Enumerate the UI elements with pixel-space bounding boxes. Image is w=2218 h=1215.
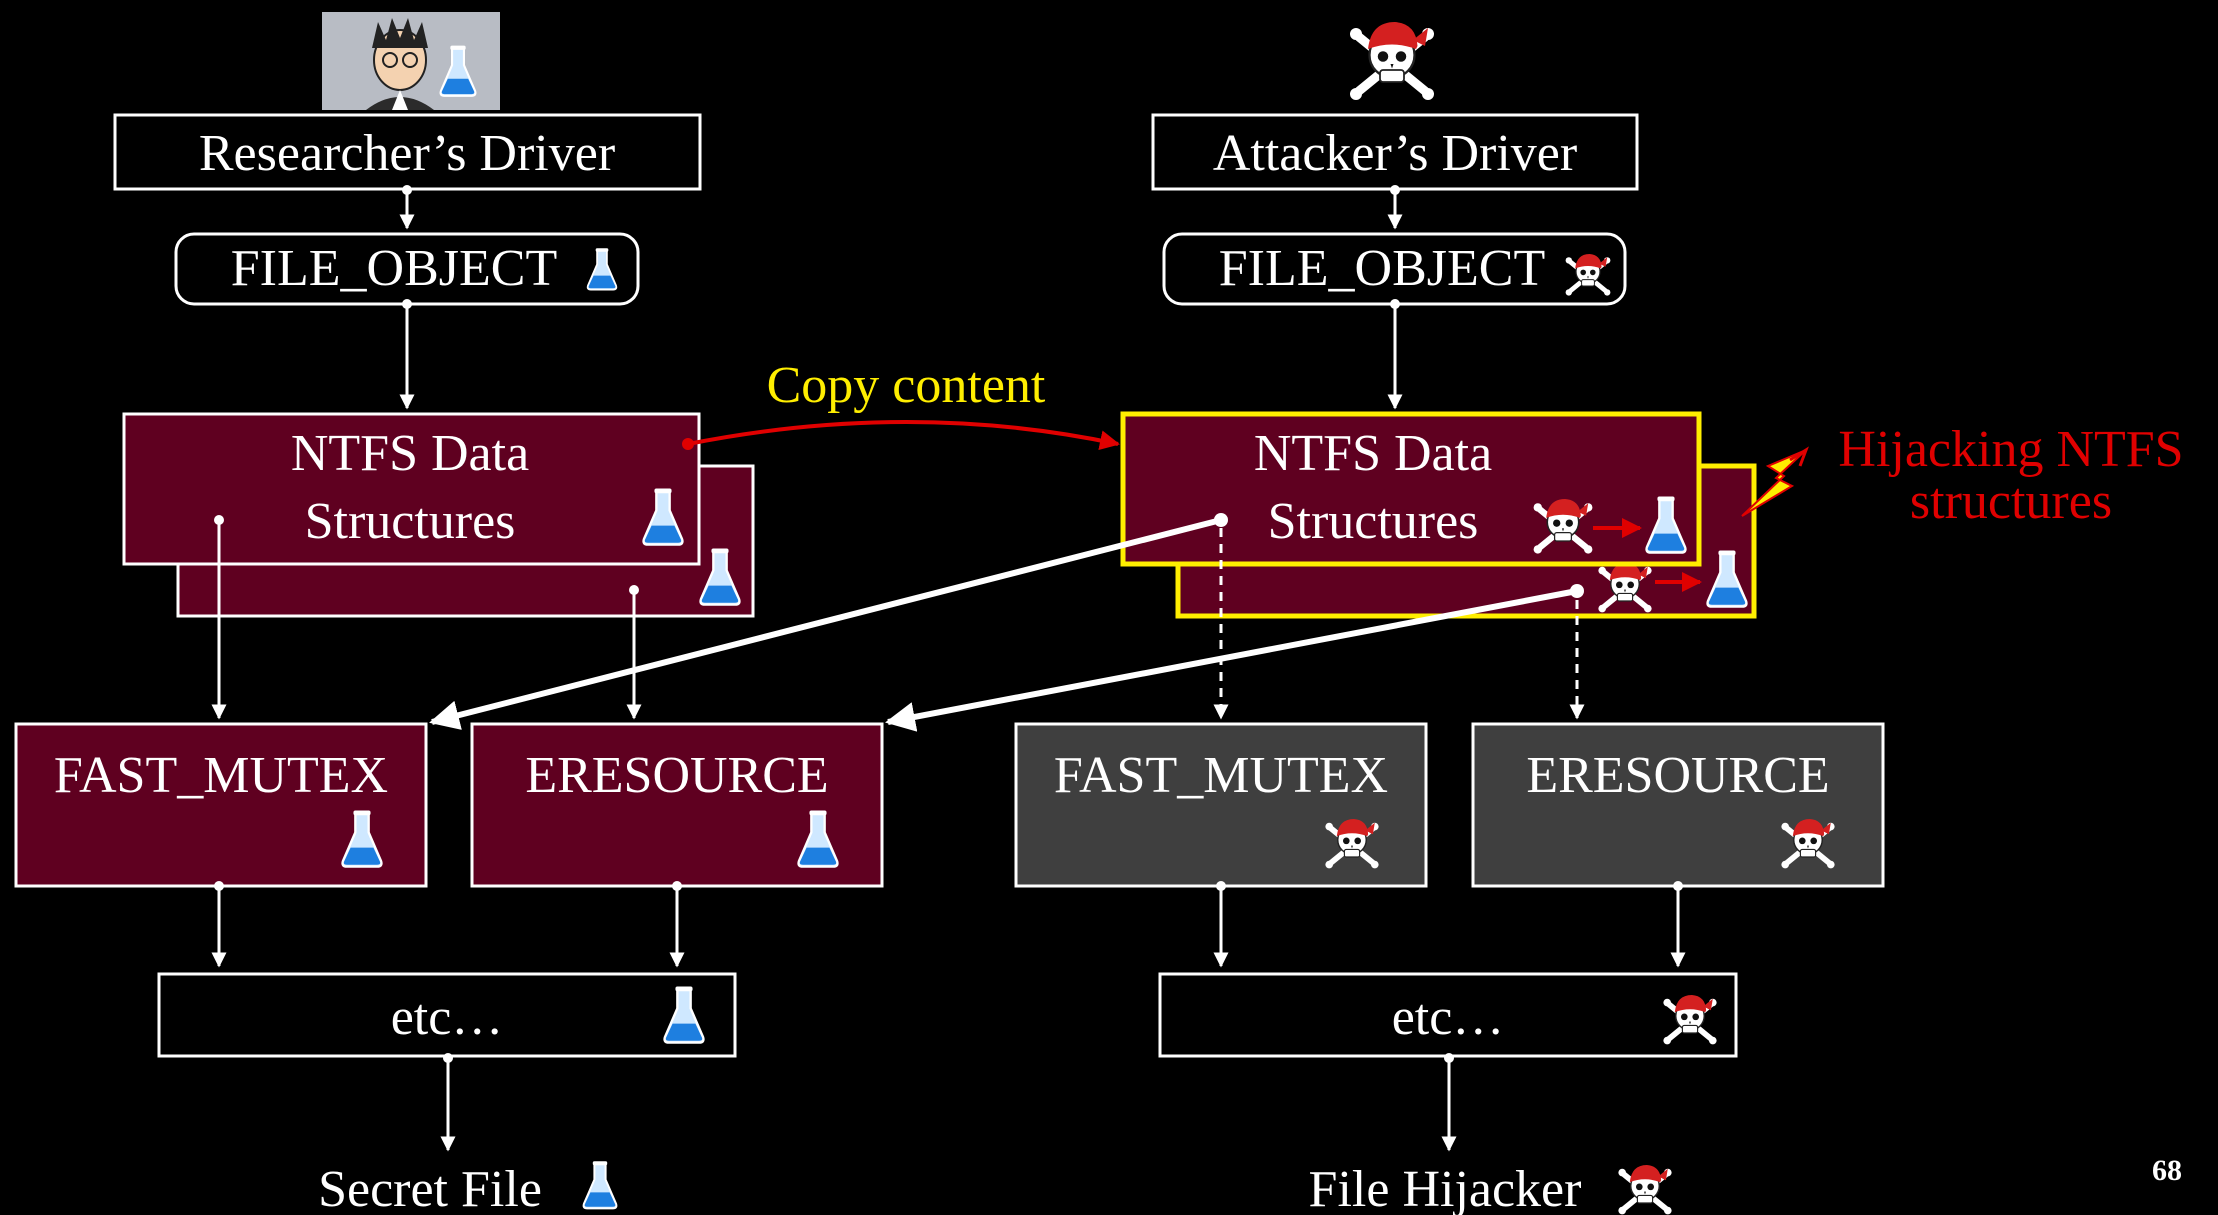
flask-icon	[582, 1160, 618, 1210]
pirate-skull-icon	[1350, 22, 1434, 100]
fast-mutex-label-right: FAST_MUTEX	[1054, 747, 1388, 804]
hijack-label-line2: structures	[1910, 473, 2112, 530]
result-label-left: Secret File	[318, 1161, 542, 1215]
etc-box-right	[1158, 972, 1738, 1058]
ntfs-line1-left: NTFS Data	[291, 425, 529, 482]
eresource-box-right	[1471, 722, 1885, 888]
page-number: 68	[2152, 1154, 2182, 1187]
etc-box-left	[157, 972, 737, 1058]
attacker-driver-box	[1151, 113, 1639, 191]
eresource-label-right: ERESOURCE	[1526, 747, 1829, 804]
fast-mutex-box-right	[1014, 722, 1428, 888]
eresource-label-left: ERESOURCE	[525, 747, 828, 804]
ntfs-front-box-right	[1120, 411, 1702, 567]
ntfs-line2-right: Structures	[1268, 493, 1479, 550]
researcher-avatar-icon	[322, 12, 500, 110]
arrow-hijack-to-eresource-left	[885, 588, 1578, 732]
file-object-label-right: FILE_OBJECT	[1219, 240, 1545, 297]
ntfs-line1-right: NTFS Data	[1254, 425, 1492, 482]
fast-mutex-label-left: FAST_MUTEX	[54, 747, 388, 804]
file-object-label-left: FILE_OBJECT	[231, 240, 557, 297]
etc-label-left: etc…	[391, 989, 504, 1046]
attacker-driver-label: Attacker’s Driver	[1213, 125, 1577, 182]
result-label-right: File Hijacker	[1309, 1161, 1582, 1215]
ntfs-line2-left: Structures	[305, 493, 516, 550]
researcher-driver-label: Researcher’s Driver	[199, 125, 615, 182]
arrow-hijack-to-fastmutex-left	[429, 517, 1222, 730]
pirate-skull-icon	[1618, 1165, 1671, 1214]
etc-label-right: etc…	[1392, 989, 1505, 1046]
copy-content-label: Copy content	[767, 357, 1046, 414]
copy-content-arrow	[687, 420, 1120, 451]
hijack-label-line1: Hijacking NTFS	[1838, 421, 2183, 478]
lightning-icon	[1741, 449, 1807, 517]
